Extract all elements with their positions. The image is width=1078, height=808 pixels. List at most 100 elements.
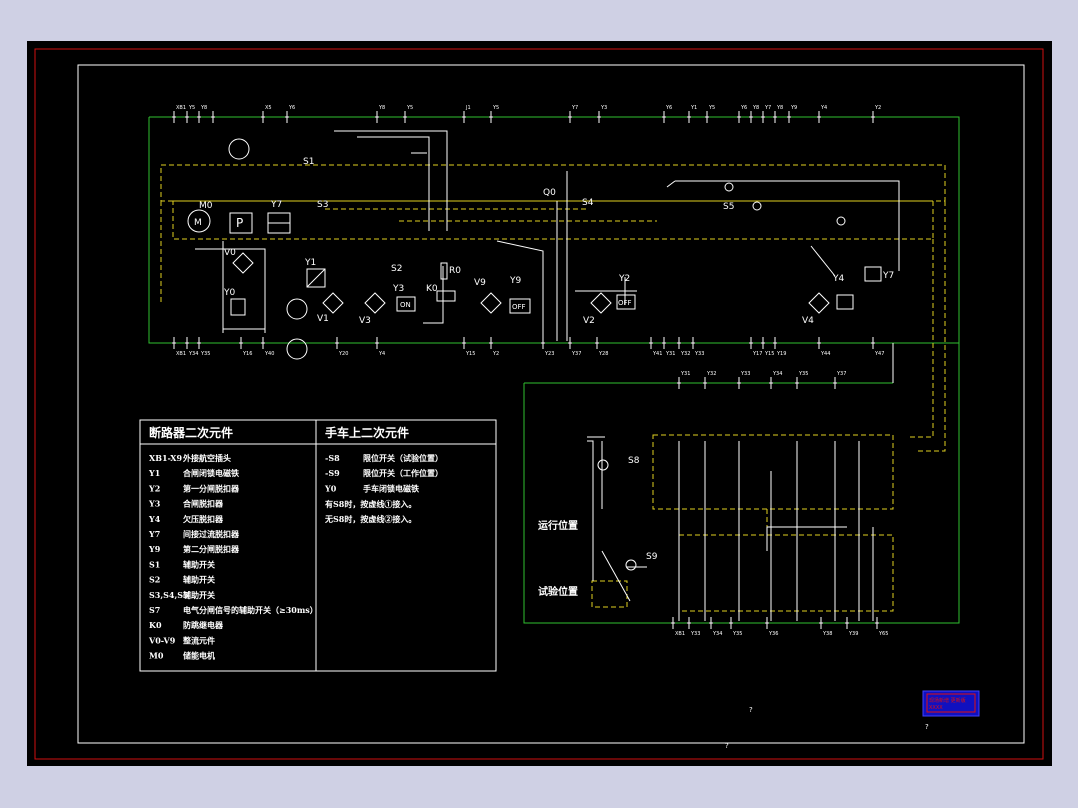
legend-right-code: -S9 (325, 468, 340, 478)
top-terminal-label: X5 (265, 105, 272, 111)
inner-white-border (77, 64, 1025, 744)
legend-left-code: Y7 (148, 529, 160, 539)
lower-top-terminal: Y35 (795, 371, 808, 389)
top-terminal-label: Y6 (288, 105, 295, 111)
lower-top-terminal-label: Y33 (740, 371, 750, 377)
top-terminal: Y5 (185, 105, 195, 123)
lower-top-terminal-label: Y31 (680, 371, 690, 377)
bottom-terminal-label: XB1 (176, 351, 186, 357)
top-terminal: XB1 (172, 105, 186, 123)
bottom-terminal: Y15 (462, 337, 475, 357)
top-terminal-label: Y8 (378, 105, 385, 111)
lower-top-terminal: Y34 (769, 371, 782, 389)
bottom-terminal-label: Y47 (874, 351, 884, 357)
top-terminal: Y8 (773, 105, 783, 123)
mark-q3: ? (725, 742, 729, 750)
rectifier-v1: V1 (317, 292, 344, 324)
legend-right-title: 手车上二次元件 (325, 425, 409, 440)
bottom-terminal: Y37 (568, 337, 581, 357)
s4-label: S4 (582, 198, 594, 208)
legend-left-desc: 间接过流脱扣器 (183, 529, 240, 539)
y4-label: Y4 (832, 274, 844, 284)
top-terminal-label: Y8 (752, 105, 759, 111)
lower-bottom-terminal: Y34 (709, 617, 722, 637)
bottom-terminal: Y32 (677, 337, 690, 357)
y1-label: Y1 (304, 258, 316, 268)
s5-label: S5 (723, 202, 734, 212)
bottom-terminal-label: Y35 (200, 351, 210, 357)
resistor-r0: R0 (440, 262, 461, 280)
bottom-terminal-label: Y23 (544, 351, 554, 357)
top-terminal: Y7 (568, 105, 578, 123)
bottom-terminal-label: Y41 (652, 351, 662, 357)
legend-left-desc: 辅助开关 (183, 559, 215, 569)
bottom-terminal: Y41 (649, 337, 662, 357)
legend-right-note: 有S8时，按虚线①接入。 (325, 499, 416, 509)
top-terminal: Y5 (403, 105, 413, 123)
limit-switch-s8: S8 (597, 456, 640, 471)
top-terminal: Y6 (737, 105, 747, 123)
revision-stamp: 现场新增 更新版 XXXX (922, 690, 980, 717)
bottom-terminal: Y19 (773, 337, 786, 357)
bottom-terminal: Y23 (541, 337, 554, 357)
off2-label: OFF (618, 299, 632, 307)
top-terminal-label: J1 (465, 105, 471, 111)
lower-bottom-terminal: Y36 (765, 617, 778, 637)
top-terminal-label: Y9 (790, 105, 797, 111)
bottom-terminal: Y2 (489, 337, 499, 357)
bottom-terminal-label: Y31 (665, 351, 675, 357)
legend-left-desc: 辅助开关 (183, 590, 215, 600)
coil-y7-left: Y7 (267, 200, 291, 234)
coil-y7: Y7 (864, 266, 894, 282)
q0-label: Q0 (543, 188, 556, 198)
y7-label: Y7 (882, 271, 894, 281)
coil-y4 (836, 294, 854, 310)
legend-right-code: -S8 (325, 453, 340, 463)
bottom-terminal-label: Y19 (776, 351, 786, 357)
top-terminal: Y6 (285, 105, 295, 123)
p-label: P (236, 216, 243, 230)
bottom-terminal-label: Y32 (680, 351, 690, 357)
v1-label: V1 (317, 314, 329, 324)
bottom-terminal-label: Y20 (338, 351, 348, 357)
bottom-terminal: Y44 (817, 337, 830, 357)
motor-m0-label: M0 (199, 201, 213, 211)
top-terminal-label: Y3 (600, 105, 607, 111)
k0-label: K0 (426, 284, 438, 294)
legend-left-code: S7 (149, 605, 160, 615)
on-relay: ON (396, 296, 416, 312)
s9-label: S9 (646, 552, 658, 562)
coil-y1: Y1 (304, 258, 326, 288)
top-terminal-label: Y4 (820, 105, 827, 111)
motor-m0: M M0 (187, 201, 213, 233)
bottom-terminal: Y4 (375, 337, 385, 357)
legend-left-desc: 外接航空插头 (183, 453, 231, 463)
top-terminal: Y8 (197, 105, 207, 123)
run-position-label: 运行位置 (538, 519, 578, 532)
lower-bottom-terminal: Y33 (687, 617, 700, 637)
off1-label: OFF (512, 303, 526, 311)
top-terminal-label: Y5 (406, 105, 413, 111)
top-terminal: J1 (462, 105, 471, 123)
legend-left-desc: 欠压脱扣器 (183, 514, 224, 524)
legend-left-code: XB1-X9 (149, 453, 182, 463)
legend-left-code: Y4 (148, 514, 161, 524)
legend-left-code: K0 (149, 620, 162, 630)
bottom-terminal-label: Y15 (465, 351, 475, 357)
legend-left-code: Y2 (148, 483, 160, 493)
legend-table: 断路器二次元件 手车上二次元件 (139, 419, 497, 672)
legend-right-desc: 限位开关（工作位置） (363, 468, 443, 478)
v3-label: V3 (359, 316, 371, 326)
y0-label: Y0 (223, 288, 235, 298)
legend-left-desc: 储能电机 (182, 651, 215, 661)
lower-top-terminal-label: Y35 (798, 371, 808, 377)
s3-label: S3 (317, 200, 328, 210)
top-terminal-label: Y8 (200, 105, 207, 111)
rectifier-v2: V2 (583, 292, 612, 326)
legend-left-code: M0 (149, 651, 164, 661)
bottom-terminal: Y47 (871, 337, 884, 357)
off-relay-2: OFF (616, 294, 636, 310)
